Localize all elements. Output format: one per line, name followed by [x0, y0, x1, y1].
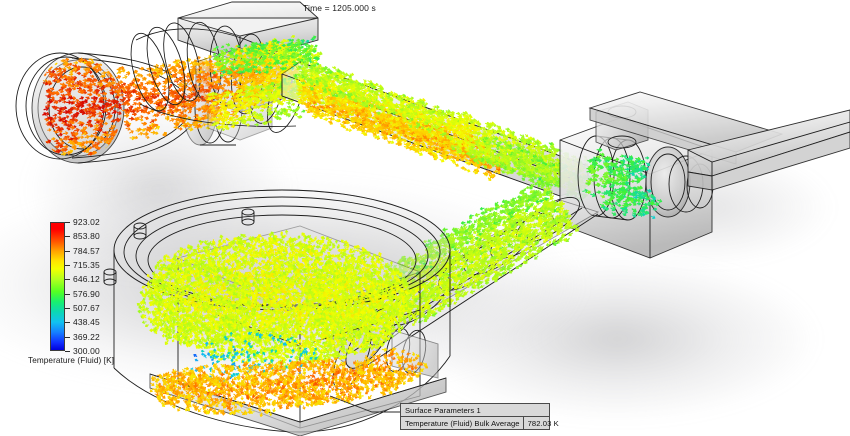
support-bar [687, 109, 850, 191]
legend-tick-dash [65, 250, 70, 252]
legend-tick-label: 507.67 [73, 304, 100, 313]
surface-parameters-callout[interactable]: Surface Parameters 1 Temperature (Fluid)… [400, 403, 559, 430]
legend-tick-label: 646.12 [73, 275, 100, 284]
legend-tick-label: 300.00 [73, 347, 100, 356]
legend-tick: 715.35 [65, 260, 100, 271]
particle-cloud-tank-bottom [149, 347, 429, 417]
legend-tick-list: 923.02 853.80 784.57 715.35 646.12 576.90 507.… [28, 215, 158, 365]
legend-tick-label: 438.45 [73, 318, 100, 327]
legend-tick-dash [65, 308, 70, 309]
legend-tick-label: 923.02 [73, 218, 100, 227]
legend-tick-label: 853.80 [73, 232, 100, 241]
particle-stream-outlet [582, 147, 663, 219]
legend-tick-dash [65, 279, 70, 281]
legend-tick: 923.02 [65, 217, 100, 228]
particle-cloud-tank [136, 229, 415, 383]
legend-color-bar [50, 222, 65, 351]
legend-tick-dash [65, 265, 70, 266]
legend-tick-label: 369.22 [73, 332, 100, 342]
outlet-housing [559, 91, 784, 259]
legend-tick-label: 715.35 [73, 261, 100, 270]
callout-leader-line [329, 395, 400, 413]
surface-parameter-value: 782.03 K [524, 417, 563, 429]
legend-tick: 853.80 [65, 231, 100, 242]
particle-stream-upper-duct [293, 58, 597, 202]
legend-tick-dash [65, 222, 70, 223]
legend-tick-dash [65, 322, 70, 324]
legend-tick-dash [65, 336, 70, 338]
surface-parameter-label: Temperature (Fluid) Bulk Average [401, 417, 524, 429]
legend-caption: Temperature (Fluid) [K] [28, 356, 114, 365]
legend-tick: 646.12 [65, 274, 100, 285]
time-annotation: Time = 1205.000 s [303, 3, 376, 13]
legend-tick: 300.00 [65, 346, 100, 357]
legend-tick: 438.45 [65, 317, 100, 328]
legend-tick-label: 576.90 [73, 289, 100, 299]
legend-tick: 576.90 [65, 289, 100, 300]
legend-tick: 784.57 [65, 246, 100, 257]
surface-parameters-title: Surface Parameters 1 [401, 404, 549, 417]
legend-tick: 369.22 [65, 332, 100, 343]
table-row: Temperature (Fluid) Bulk Average 782.03 … [401, 417, 559, 429]
legend-tick: 507.67 [65, 303, 100, 314]
legend-tick-dash [65, 236, 70, 238]
legend-tick-dash [65, 351, 70, 352]
legend-tick-label: 784.57 [73, 246, 100, 256]
legend-tick-dash [65, 293, 70, 295]
legend-gradient [51, 223, 64, 350]
temperature-legend: 923.02 853.80 784.57 715.35 646.12 576.90 507.… [28, 215, 158, 366]
